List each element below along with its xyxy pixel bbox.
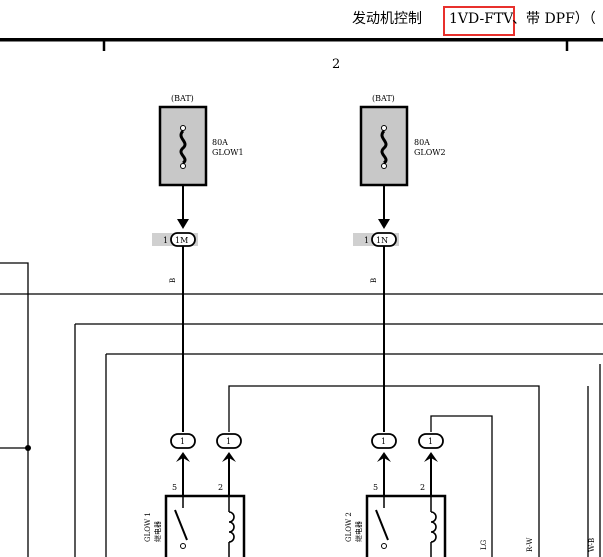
arrow-down-icon bbox=[378, 219, 390, 229]
fuse-source-label: (BAT) bbox=[171, 94, 194, 103]
connector-label: 1 bbox=[428, 437, 433, 446]
section-number: 2 bbox=[332, 57, 340, 72]
junction-dot bbox=[25, 445, 31, 451]
connector-id: 1N bbox=[376, 236, 388, 245]
relay-pin-right: 2 bbox=[420, 483, 425, 492]
relay-switch-icon bbox=[375, 509, 389, 541]
header-bar bbox=[0, 38, 603, 42]
connector-1m: 1 1M bbox=[152, 232, 198, 247]
fuse-element-icon bbox=[380, 129, 388, 165]
connector-label: 1 bbox=[381, 437, 386, 446]
connector-pin: 1 bbox=[163, 236, 168, 245]
left-wire bbox=[0, 262, 29, 557]
fuse-source-label: (BAT) bbox=[372, 94, 395, 103]
connector-label: 1 bbox=[226, 437, 231, 446]
wire-label-w-b: W-B bbox=[588, 538, 596, 552]
wire-label-lg: LG bbox=[480, 539, 488, 550]
fuse-name: GLOW1 bbox=[212, 148, 244, 157]
wire-color-label: B bbox=[370, 278, 378, 283]
relay-pin-left: 5 bbox=[172, 483, 177, 492]
chevron-up-icon bbox=[222, 452, 236, 462]
fuse-glow1: (BAT) 80A GLOW1 bbox=[158, 94, 244, 187]
chevron-up-icon bbox=[176, 452, 190, 462]
relay2-connector-pin5: 1 bbox=[371, 433, 397, 449]
arrow-down-icon bbox=[177, 219, 189, 229]
fuse-rating: 80A bbox=[212, 138, 228, 147]
header-title-prefix: 发动机控制 bbox=[352, 11, 422, 27]
relay-name: GLOW 2 bbox=[345, 512, 353, 542]
relay-name-cn: 继电器 bbox=[153, 521, 162, 542]
header-model-highlight-box bbox=[443, 6, 515, 36]
header-title-model: 1VD-FTV bbox=[449, 11, 514, 27]
connector-label: 1 bbox=[180, 437, 185, 446]
fuse-element-icon bbox=[179, 129, 187, 165]
fuse-rating: 80A bbox=[414, 138, 430, 147]
relay-pin-left: 5 bbox=[373, 483, 378, 492]
fuse-glow2: (BAT) 80A GLOW2 bbox=[359, 94, 446, 187]
chevron-up-icon bbox=[424, 452, 438, 462]
relay-glow1: 5 2 GLOW 1 继电器 bbox=[144, 483, 246, 557]
relay-pin-right: 2 bbox=[218, 483, 223, 492]
connector-1n: 1 1N bbox=[353, 232, 399, 247]
relay-coil-icon bbox=[430, 511, 437, 543]
relay2-connector-pin2: 1 bbox=[418, 433, 444, 449]
connector-pin: 1 bbox=[364, 236, 369, 245]
relay-coil-icon bbox=[228, 511, 235, 543]
connector-id: 1M bbox=[175, 236, 188, 245]
relay-name-cn: 继电器 bbox=[354, 521, 363, 542]
relay-name: GLOW 1 bbox=[144, 512, 152, 542]
relay1-connector-pin2: 1 bbox=[216, 433, 242, 449]
relay-switch-icon bbox=[174, 509, 188, 541]
wire-label-r-w: R-W bbox=[526, 537, 534, 552]
chevron-up-icon bbox=[377, 452, 391, 462]
relay-glow2: 5 2 GLOW 2 继电器 bbox=[345, 483, 447, 557]
relay1-connector-pin5: 1 bbox=[170, 433, 196, 449]
fuse-name: GLOW2 bbox=[414, 148, 446, 157]
header-title-suffix: 、带 DPF）（ bbox=[512, 11, 596, 27]
wire-color-label: B bbox=[169, 278, 177, 283]
